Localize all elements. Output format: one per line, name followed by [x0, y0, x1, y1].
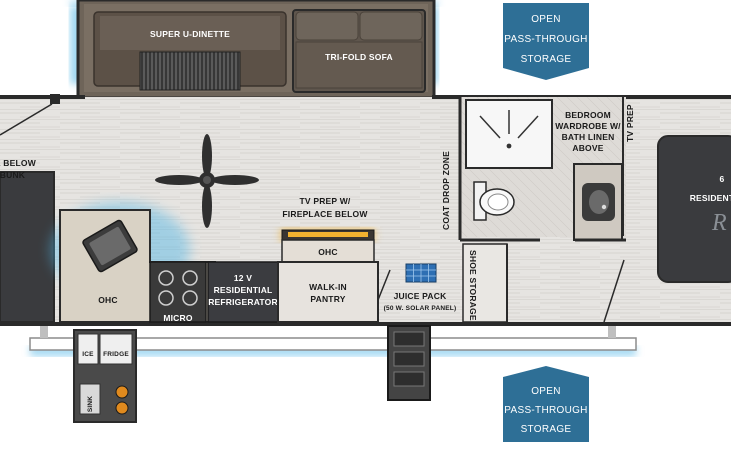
refrigerator-label-1: 12 V: [234, 273, 252, 283]
callout-top-line-2: PASS-THROUGH: [504, 34, 587, 45]
ceiling-fan-icon: [155, 134, 259, 228]
bed-label-2: RESIDENT: [690, 193, 731, 203]
callout-bottom-line-2: PASS-THROUGH: [504, 405, 587, 416]
bedroom-wardrobe-label-1: BEDROOM: [565, 110, 611, 120]
callout-top-line-3: STORAGE: [521, 54, 572, 65]
callout-bottom: OPEN PASS-THROUGH STORAGE: [503, 366, 589, 442]
residential-refrigerator: 12 V RESIDENTIAL REFRIGERATOR: [207, 261, 279, 323]
stove-icon: MICRO: [149, 261, 207, 323]
walk-in-pantry-label-2: PANTRY: [310, 294, 345, 304]
entry-steps-icon: [387, 325, 431, 401]
solar-panel-icon: [405, 263, 437, 283]
sink-icon: [82, 219, 138, 273]
storage-below-label-1: GE BELOW: [0, 158, 37, 168]
super-u-dinette-label: SUPER U-DINETTE: [150, 29, 230, 39]
fridge-label: FRIDGE: [103, 351, 129, 358]
tv-prep-label-2: FIREPLACE BELOW: [282, 209, 368, 219]
tv-prep-label-1: TV PREP W/: [300, 196, 351, 206]
bedroom-wardrobe-label-3: BATH LINEN: [562, 132, 615, 142]
bed: 6 RESIDENT R: [657, 135, 731, 283]
juice-pack-label-1: JUICE PACK: [394, 291, 448, 301]
bed-label-1: 6: [720, 174, 725, 184]
outdoor-kitchen: ICE FRIDGE SINK: [73, 329, 137, 423]
micro-label: MICRO: [163, 313, 193, 323]
callout-top: OPEN PASS-THROUGH STORAGE: [503, 3, 589, 80]
tri-fold-sofa-label: TRI-FOLD SOFA: [325, 52, 393, 62]
callout-bottom-line-3: STORAGE: [521, 424, 572, 435]
bunk-storage: [0, 171, 55, 323]
shower: [465, 99, 553, 169]
ice-label: ICE: [82, 351, 94, 358]
walk-in-pantry-label-1: WALK-IN: [309, 282, 347, 292]
tri-fold-sofa: TRI-FOLD SOFA: [292, 9, 426, 93]
shoe-storage-label: SHOE STORAGE: [468, 250, 478, 321]
toilet-icon: [473, 181, 515, 221]
awning-strip: [29, 337, 637, 351]
callout-bottom-line-1: OPEN: [531, 386, 561, 397]
super-u-dinette: SUPER U-DINETTE: [93, 11, 287, 91]
fireplace-cabinet: TV PREP W/ FIREPLACE BELOW OHC: [280, 196, 375, 263]
vanity: [573, 163, 623, 241]
bedroom-wardrobe-label-4: ABOVE: [572, 143, 603, 153]
coat-drop-zone-label: COAT DROP ZONE: [441, 151, 451, 230]
sink-label: SINK: [87, 396, 94, 412]
refrigerator-label-3: REFRIGERATOR: [208, 297, 278, 307]
ohc-kitchen-label: OHC: [98, 295, 118, 305]
tv-prep-bedroom-label: TV PREP: [625, 104, 635, 142]
walk-in-pantry: WALK-IN PANTRY: [277, 261, 379, 323]
storage-below-label-2: R BUNK: [0, 170, 26, 180]
brand-mark: R: [711, 210, 727, 236]
callout-top-line-1: OPEN: [531, 14, 561, 25]
bedroom-wardrobe-label-2: WARDROBE W/: [555, 121, 621, 131]
ohc-fireplace-label: OHC: [318, 247, 338, 257]
refrigerator-label-2: RESIDENTIAL: [214, 285, 273, 295]
juice-pack-label-2: (50 W. SOLAR PANEL): [384, 305, 457, 312]
